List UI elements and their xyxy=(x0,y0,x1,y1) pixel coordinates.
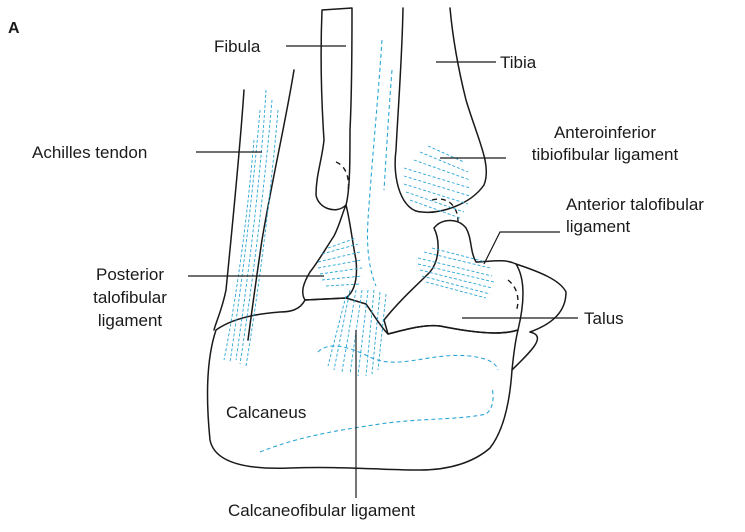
fibula-malleolus xyxy=(303,205,357,300)
anterior-talofibular-label-line2: ligament xyxy=(566,216,630,237)
anteroinferior-label-line2: tibiofibular ligament xyxy=(510,144,700,165)
interosseous-lines xyxy=(367,40,392,286)
anteroinferior-label-line1: Anteroinferior xyxy=(510,122,700,143)
calcaneus-outline xyxy=(208,298,518,470)
anterior-talofibular-label-line1: Anterior talofibular xyxy=(566,194,704,215)
fibula-label: Fibula xyxy=(214,36,260,57)
tibia-label: Tibia xyxy=(500,52,536,73)
calcaneus-contours xyxy=(260,346,498,452)
posterior-talofibular-label-line2: talofibular xyxy=(74,287,186,308)
achilles-tendon-label: Achilles tendon xyxy=(32,142,147,163)
fibula-joint-line xyxy=(336,162,349,192)
talus-joint-line xyxy=(508,280,518,312)
calcaneus-label: Calcaneus xyxy=(226,402,306,423)
posterior-talofibular-label-line1: Posterior xyxy=(74,264,186,285)
talus-outline xyxy=(384,221,523,335)
anteroinferior-tibiofibular-ligament xyxy=(404,146,470,218)
fibula-outline xyxy=(316,8,352,210)
tibia-outline xyxy=(395,8,486,212)
anterior-talofibular-leader xyxy=(484,232,560,264)
panel-label: A xyxy=(8,18,20,39)
calcaneofibular-label: Calcaneofibular ligament xyxy=(228,500,415,521)
talus-label: Talus xyxy=(584,308,624,329)
calcaneofibular-ligament-fibers xyxy=(328,290,386,376)
posterior-talofibular-label-line3: ligament xyxy=(74,310,186,331)
